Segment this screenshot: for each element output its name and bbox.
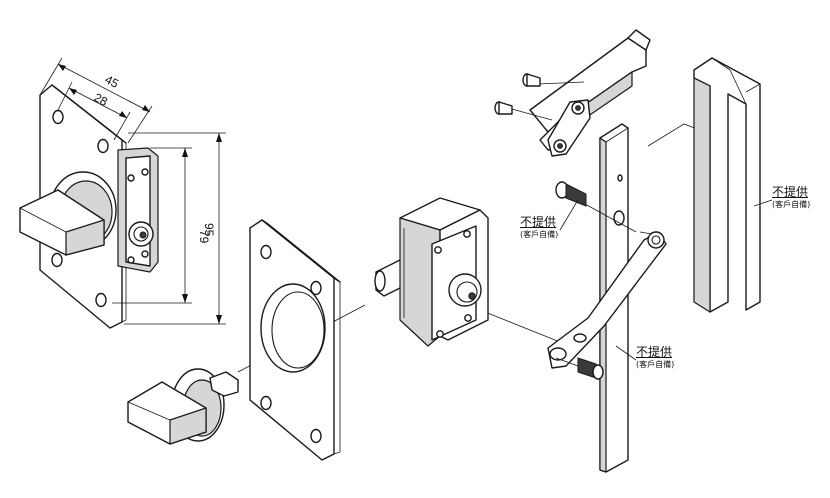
dimension-79-label: 79 xyxy=(197,230,211,244)
callout-channel-main-text: 不提供 xyxy=(772,185,809,199)
assembled-lock-view: 45 28 79 95 xyxy=(19,57,226,329)
callout-channel-not-provided: 不提供 (客戶自備) xyxy=(772,186,810,209)
dimension-95-label: 95 xyxy=(202,223,216,237)
plate-hole-top-left xyxy=(52,109,64,125)
mounting-plate-opening xyxy=(260,283,326,373)
dimension-95: 95 xyxy=(124,132,226,325)
dimension-45: 45 xyxy=(39,57,153,144)
front-plate-assembly xyxy=(127,219,366,461)
plate-hole-bottom-right xyxy=(95,292,107,308)
dimension-28: 28 xyxy=(57,81,131,141)
lock-body-side xyxy=(399,217,441,347)
dimension-79: 79 xyxy=(112,147,211,304)
callout-screw-not-provided: 不提供 (客戶自備) xyxy=(520,216,558,239)
lock-body-exploded xyxy=(374,197,561,347)
callout-rod-not-provided: 不提供 (客戶自備) xyxy=(636,346,674,369)
dimension-28-label: 28 xyxy=(92,90,111,109)
callout-channel-sub-text: (客戶自備) xyxy=(772,200,811,209)
callout-rod-main-text: 不提供 xyxy=(636,345,673,359)
callout-rod-sub-text: (客戶自備) xyxy=(636,360,675,369)
linkage-assembly xyxy=(494,29,761,473)
plate-hole-bottom-left xyxy=(51,252,63,268)
lock-cylinder xyxy=(448,273,482,307)
callout-screw-sub-text: (客戶自備) xyxy=(520,230,559,239)
plate-hole-top-right xyxy=(97,138,109,154)
callout-screw-main-text: 不提供 xyxy=(520,215,557,229)
link-arm-pivot xyxy=(647,231,665,249)
dimension-45-label: 45 xyxy=(103,72,122,91)
